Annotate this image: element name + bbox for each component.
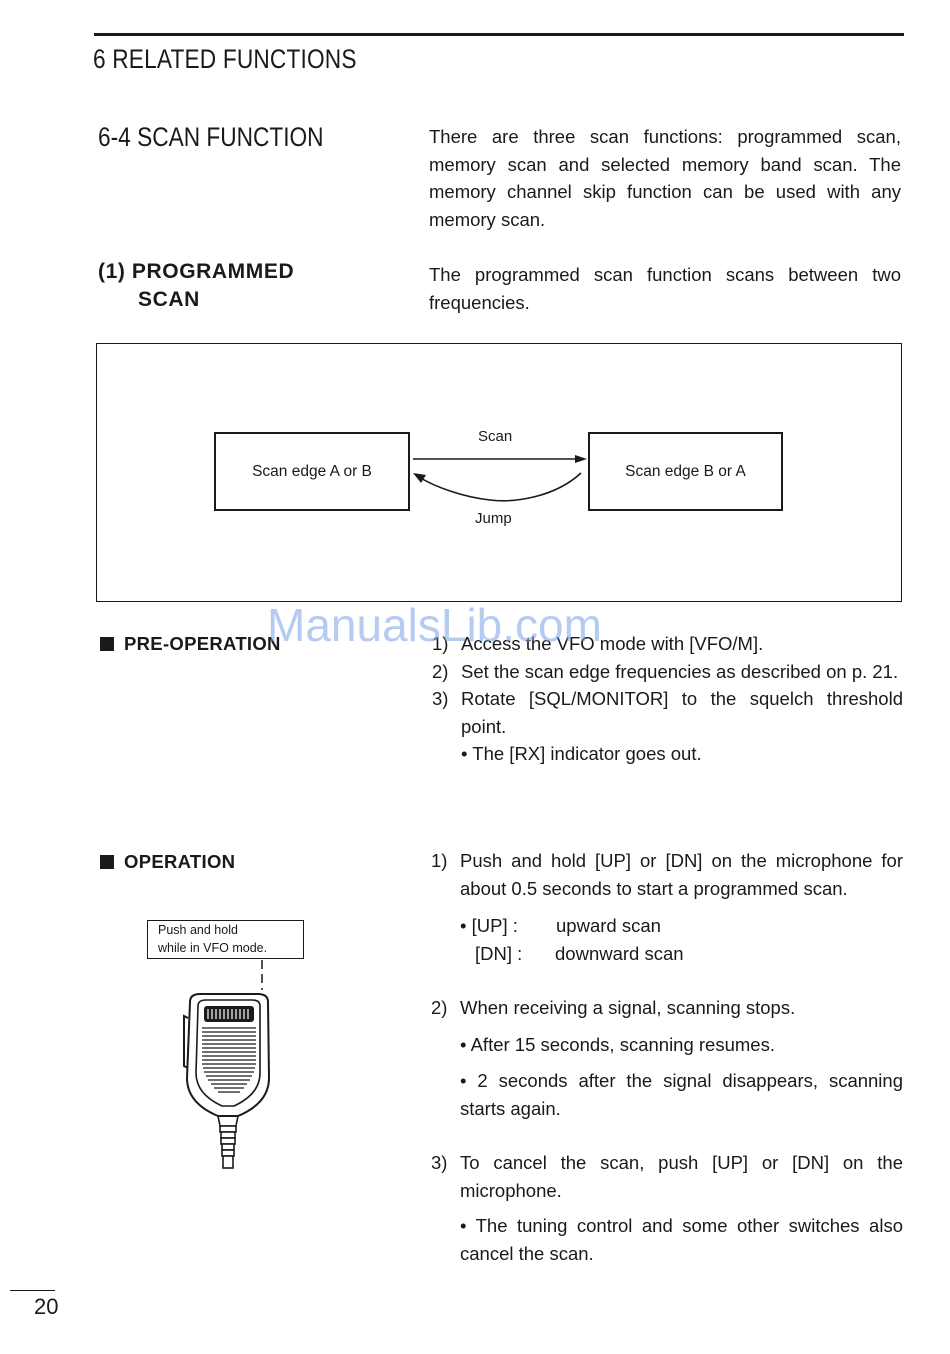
jump-arrow-curve: [418, 472, 582, 502]
step-text: Push and hold [UP] or [DN] on the microp…: [460, 850, 903, 899]
operation-steps: 1) Push and hold [UP] or [DN] on the mic…: [431, 847, 903, 1267]
chapter-title-text: 6 RELATED FUNCTIONS: [93, 44, 357, 74]
scan-edge-right-label: Scan edge B or A: [625, 462, 746, 480]
step-text: When receiving a signal, scanning stops.: [460, 997, 796, 1018]
chapter-title: 6 RELATED FUNCTIONS: [93, 44, 407, 75]
page-number-rule: [10, 1290, 55, 1291]
step-number: 1): [431, 850, 448, 871]
step2-bullet-1: • After 15 seconds, scanning resumes.: [460, 1033, 775, 1055]
square-bullet-icon: [100, 855, 114, 869]
programmed-scan-description: The programmed scan function scans betwe…: [429, 264, 901, 313]
scan-jump-arrows: [413, 455, 587, 502]
step-text: Rotate [SQL/MONITOR] to the squelch thre…: [461, 688, 903, 737]
step3-bullet: • The tuning control and some other swit…: [460, 1215, 903, 1264]
up-key-row: • [UP] : upward scan: [431, 912, 903, 940]
scan-diagram-frame: [96, 343, 902, 602]
programmed-scan-heading: (1) PROGRAMMED SCAN: [98, 258, 294, 314]
page-number: 20: [34, 1294, 59, 1319]
callout-line1: Push and hold: [158, 923, 238, 937]
operation-step-2: 2) When receiving a signal, scanning sto…: [431, 994, 903, 1022]
scan-arrow-label: Scan: [478, 428, 513, 445]
dn-key-label: [DN] :: [475, 942, 523, 964]
pre-operation-steps: 1) Access the VFO mode with [VFO/M]. 2) …: [432, 630, 903, 768]
pre-operation-heading-text: PRE-OPERATION: [124, 633, 281, 654]
scan-arrowhead: [575, 455, 587, 463]
step-number: 2): [431, 997, 448, 1018]
callout-line2: while in VFO mode.: [158, 941, 268, 955]
step-text: Access the VFO mode with [VFO/M].: [461, 633, 764, 654]
pre-operation-step: 2) Set the scan edge frequencies as desc…: [432, 658, 903, 686]
top-rule: [94, 33, 904, 36]
programmed-scan-heading-line2: SCAN: [138, 288, 200, 311]
square-bullet-icon: [100, 637, 114, 651]
step-number: 3): [432, 688, 449, 709]
jump-arrowhead: [413, 473, 426, 483]
section-title: 6-4 SCAN FUNCTION: [98, 122, 367, 153]
operation-heading: OPERATION: [100, 851, 235, 873]
pre-operation-heading: PRE-OPERATION: [100, 633, 281, 655]
step-number: 3): [431, 1152, 448, 1173]
microphone-callout: Push and hold while in VFO mode.: [147, 920, 304, 959]
up-key-text: upward scan: [556, 915, 661, 936]
section-title-text: 6-4 SCAN FUNCTION: [98, 122, 324, 152]
step-text: Set the scan edge frequencies as describ…: [461, 660, 899, 682]
step-text: To cancel the scan, push [UP] or [DN] on…: [460, 1152, 903, 1201]
step-number: 2): [432, 660, 449, 682]
microphone-icon: [183, 960, 271, 1169]
operation-step-1: 1) Push and hold [UP] or [DN] on the mic…: [431, 847, 903, 902]
pre-operation-step: 1) Access the VFO mode with [VFO/M].: [432, 630, 903, 658]
pre-operation-note: • The [RX] indicator goes out.: [461, 743, 702, 764]
watermark: ManualsLib.com: [267, 599, 602, 651]
up-key-label: • [UP] :: [460, 915, 518, 936]
scan-edge-left-label: Scan edge A or B: [252, 462, 372, 480]
operation-heading-text: OPERATION: [124, 851, 236, 872]
dn-key-row: [DN] : downward scan: [431, 940, 903, 968]
jump-arrow-label: Jump: [475, 510, 512, 527]
programmed-scan-heading-line1: (1) PROGRAMMED: [98, 260, 295, 283]
step-number: 1): [432, 633, 449, 654]
dn-key-text: downward scan: [555, 942, 684, 964]
operation-step-3: 3) To cancel the scan, push [UP] or [DN]…: [431, 1149, 903, 1204]
scan-edge-right-box: Scan edge B or A: [588, 432, 783, 511]
scan-edge-left-box: Scan edge A or B: [214, 432, 410, 511]
intro-paragraph: There are three scan functions: programm…: [429, 126, 901, 230]
pre-operation-step: 3) Rotate [SQL/MONITOR] to the squelch t…: [432, 685, 903, 740]
step2-bullet-2: • 2 seconds after the signal disappears,…: [460, 1070, 903, 1119]
